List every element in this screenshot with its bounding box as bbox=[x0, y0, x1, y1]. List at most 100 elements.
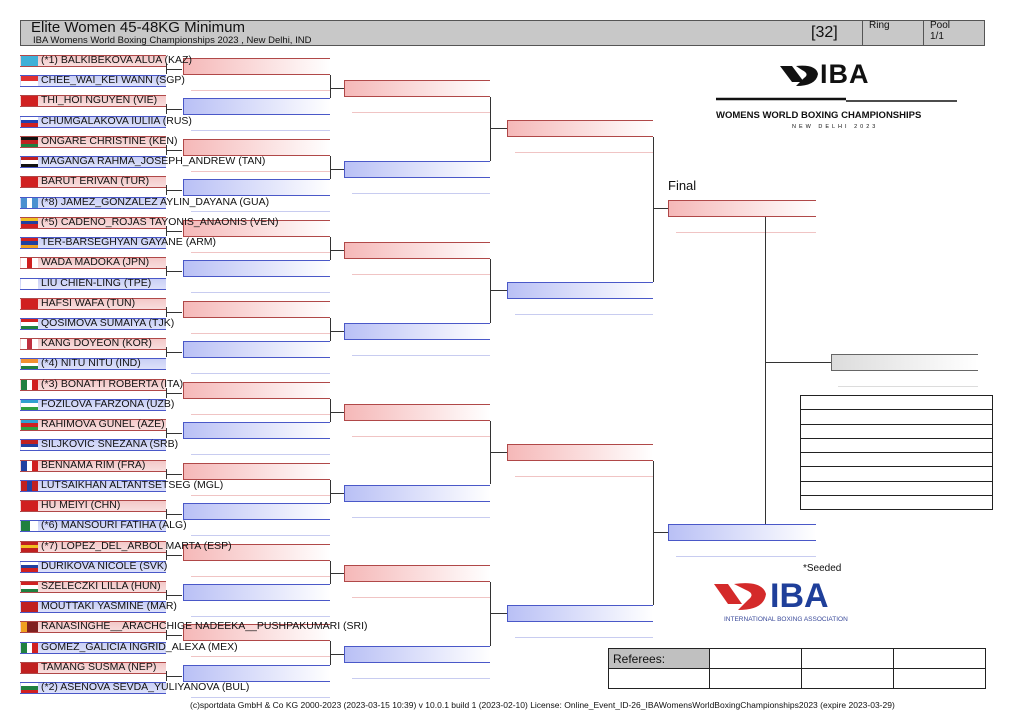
match-winner-slot[interactable] bbox=[183, 58, 330, 75]
competitor-entry[interactable]: GOMEZ_GALICIA INGRID_ALEXA (MEX) bbox=[20, 641, 238, 654]
connector-line bbox=[166, 594, 182, 596]
competitor-entry[interactable]: TAMANG SUSMA (NEP) bbox=[20, 661, 166, 674]
competitor-entry[interactable]: HU MEIYI (CHN) bbox=[20, 499, 166, 513]
competitor-entry[interactable]: ONGARE CHRISTINE (KEN) bbox=[20, 135, 178, 148]
match-winner-slot[interactable] bbox=[183, 664, 330, 682]
match-winner-slot[interactable] bbox=[668, 524, 816, 541]
competitor-entry[interactable]: DURIKOVA NICOLE (SVK) bbox=[20, 560, 167, 573]
competitor-entry[interactable]: (*7) LOPEZ_DEL_ARBOL MARTA (ESP) bbox=[20, 540, 232, 553]
page-title: Elite Women 45-48KG Minimum bbox=[31, 19, 245, 36]
match-winner-slot[interactable] bbox=[183, 422, 330, 440]
match-winner-slot[interactable] bbox=[183, 179, 330, 197]
match-winner-slot[interactable] bbox=[668, 200, 816, 217]
country-flag-icon bbox=[21, 561, 38, 572]
competitor-entry[interactable]: MAGANGA RAHMA_JOSEPH_ANDREW (TAN) bbox=[20, 155, 265, 169]
competitor-name: CHUMGALAKOVA IULIIA (RUS) bbox=[41, 114, 192, 127]
ring-label: Ring bbox=[869, 20, 890, 31]
connector-line bbox=[330, 573, 344, 575]
connector-line bbox=[330, 330, 344, 332]
country-flag-icon bbox=[21, 197, 39, 208]
ring-cell: Ring bbox=[862, 20, 923, 46]
competitor-entry[interactable]: TER-BARSEGHYAN GAYANE (ARM) bbox=[20, 236, 216, 250]
match-winner-slot[interactable] bbox=[183, 462, 330, 480]
competitor-entry[interactable]: LIU CHIEN-LING (TPE) bbox=[20, 277, 166, 290]
competitor-entry[interactable]: CHUMGALAKOVA IULIIA (RUS) bbox=[20, 115, 192, 128]
competitor-name: BARUT ERIVAN (TUR) bbox=[41, 175, 150, 188]
competitor-entry[interactable]: SILJKOVIC SNEZANA (SRB) bbox=[20, 438, 178, 452]
match-winner-slot[interactable] bbox=[507, 443, 653, 461]
match-winner-slot[interactable] bbox=[344, 241, 490, 259]
competitor-entry[interactable]: SZELECZKI LILLA (HUN) bbox=[20, 580, 166, 593]
connector-line bbox=[765, 217, 766, 524]
connector-line bbox=[330, 317, 331, 342]
score-line bbox=[838, 386, 978, 387]
score-line bbox=[191, 373, 330, 375]
competitor-name: RANASINGHE__ARACHCHIGE NADEEKA__PUSHPAKU… bbox=[41, 620, 368, 633]
connector-line bbox=[653, 137, 654, 282]
competitor-entry[interactable]: FOZILOVA FARZONA (UZB) bbox=[20, 398, 174, 411]
competitor-entry[interactable]: LUTSAIKHAN ALTANTSETSEG (MGL) bbox=[20, 479, 223, 492]
country-flag-icon bbox=[21, 56, 38, 66]
connector-line bbox=[490, 289, 507, 291]
competitor-entry[interactable]: KANG DOYEON (KOR) bbox=[20, 337, 166, 351]
referee-cell bbox=[893, 668, 986, 689]
match-winner-slot[interactable] bbox=[183, 624, 330, 642]
match-winner-slot[interactable] bbox=[183, 138, 330, 156]
competitor-name: HAFSI WAFA (TUN) bbox=[41, 296, 136, 309]
connector-line bbox=[166, 311, 182, 313]
country-flag-icon bbox=[21, 642, 39, 653]
country-flag-icon bbox=[21, 136, 38, 147]
referees-label: Referees: bbox=[608, 648, 710, 669]
score-line bbox=[191, 90, 330, 91]
match-winner-slot[interactable] bbox=[344, 646, 490, 664]
iba-championship-logo: IBA WOMENS WORLD BOXING CHAMPIONSHIPS NE… bbox=[712, 59, 962, 140]
match-winner-slot[interactable] bbox=[344, 565, 490, 583]
competitor-entry[interactable]: (*6) MANSOURI FATIHA (ALG) bbox=[20, 519, 187, 533]
competitor-entry[interactable]: (*2) ASENOVA SEVDA_YULIYANOVA (BUL) bbox=[20, 681, 249, 695]
match-winner-slot[interactable] bbox=[183, 543, 330, 561]
match-winner-slot[interactable] bbox=[183, 260, 330, 278]
iba-logo-text: IBA bbox=[820, 59, 870, 89]
match-winner-slot[interactable] bbox=[183, 503, 330, 521]
match-winner-slot[interactable] bbox=[183, 583, 330, 601]
competitor-entry[interactable]: (*5) CADENO_ROJAS TAYONIS_ANAONIS (VEN) bbox=[20, 216, 278, 229]
match-winner-slot[interactable] bbox=[344, 403, 490, 421]
final-winner-slot[interactable] bbox=[831, 354, 978, 371]
country-flag-icon bbox=[21, 683, 38, 694]
score-line bbox=[191, 211, 330, 213]
competitor-entry[interactable]: CHEE_WAI_KEI WANN (SGP) bbox=[20, 74, 185, 88]
match-winner-slot[interactable] bbox=[344, 322, 490, 340]
competitor-entry[interactable]: HAFSI WAFA (TUN) bbox=[20, 296, 166, 310]
match-winner-slot[interactable] bbox=[507, 605, 653, 623]
match-winner-slot[interactable] bbox=[344, 80, 490, 97]
competitor-entry[interactable]: MOUTTAKI YASMINE (MAR) bbox=[20, 600, 177, 614]
competitor-entry[interactable]: RANASINGHE__ARACHCHIGE NADEEKA__PUSHPAKU… bbox=[20, 620, 368, 634]
match-winner-slot[interactable] bbox=[183, 300, 330, 318]
match-winner-slot[interactable] bbox=[507, 281, 653, 299]
competitor-entry[interactable]: (*8) JAMEZ_GONZALEZ AYLIN_DAYANA (GUA) bbox=[20, 196, 269, 209]
country-flag-icon bbox=[21, 399, 38, 410]
competitor-entry[interactable]: RAHIMOVA GUNEL (AZE) bbox=[20, 418, 166, 432]
competitor-entry[interactable]: THI_HOI NGUYEN (VIE) bbox=[20, 94, 166, 108]
competitor-entry[interactable]: (*4) NITU NITU (IND) bbox=[20, 357, 166, 371]
match-winner-slot[interactable] bbox=[183, 219, 330, 237]
competitor-entry[interactable]: QOSIMOVA SUMAIYA (TJK) bbox=[20, 317, 174, 330]
competitor-name: ONGARE CHRISTINE (KEN) bbox=[41, 134, 178, 147]
competitor-entry[interactable]: BARUT ERIVAN (TUR) bbox=[20, 175, 166, 189]
competitor-entry[interactable]: (*1) BALKIBEKOVA ALUA (KAZ) bbox=[20, 54, 192, 67]
competitor-entry[interactable]: WADA MADOKA (JPN) bbox=[20, 256, 166, 270]
match-winner-slot[interactable] bbox=[183, 341, 330, 359]
score-line bbox=[352, 354, 490, 356]
competitor-name: BENNAMA RIM (FRA) bbox=[41, 458, 146, 471]
score-line bbox=[191, 696, 330, 698]
match-winner-slot[interactable] bbox=[344, 160, 490, 178]
match-winner-slot[interactable] bbox=[183, 381, 330, 399]
competitor-entry[interactable]: (*3) BONATTI ROBERTA (ITA) bbox=[20, 378, 183, 391]
competitor-entry[interactable]: BENNAMA RIM (FRA) bbox=[20, 458, 166, 472]
connector-line bbox=[330, 168, 344, 170]
country-flag-icon bbox=[21, 96, 38, 107]
match-winner-slot[interactable] bbox=[344, 484, 490, 502]
championship-location: NEW DELHI 2023 bbox=[792, 124, 879, 130]
match-winner-slot[interactable] bbox=[507, 120, 653, 137]
match-winner-slot[interactable] bbox=[183, 98, 330, 116]
